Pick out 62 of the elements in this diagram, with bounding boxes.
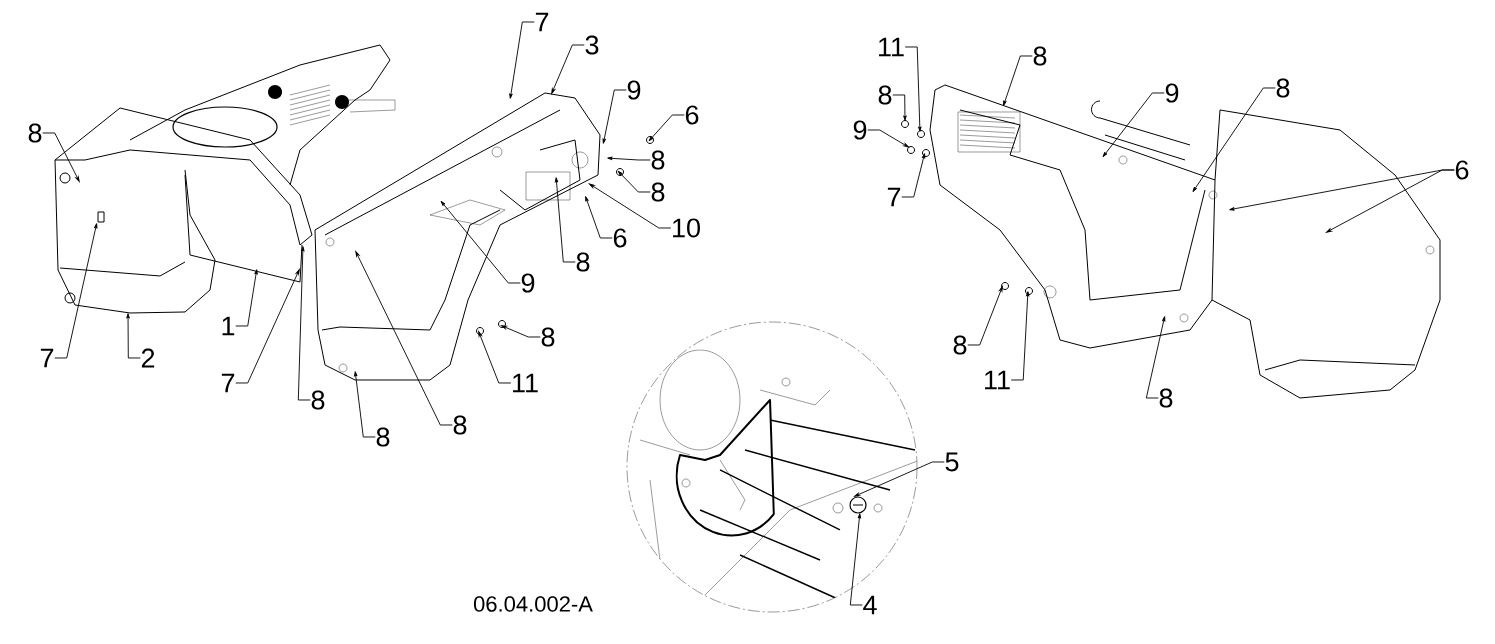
callout-number: 1 [222,316,235,336]
leader-line [967,286,1003,346]
leader-line [126,313,141,359]
leader-line [54,223,98,359]
leader-line [648,114,685,142]
leader-line [904,46,922,132]
callout-number: 2 [141,348,155,368]
leader-line [42,132,80,182]
callout-number: 4 [863,595,877,615]
callout-number: 5 [945,452,959,472]
leader-line [440,200,521,284]
leader-line [509,21,535,99]
leader-line [617,170,651,193]
callout-number: 11 [879,37,904,57]
leader-line [892,94,907,121]
leader-line [901,153,926,198]
callout-number: 7 [887,187,901,207]
callout-number: 8 [453,415,467,435]
callout-number: 8 [878,85,892,105]
callout-number: 9 [853,120,867,140]
callout-number: 10 [673,218,700,238]
callout-number: 8 [311,390,325,410]
leader-line [1145,316,1166,399]
callout-number: 8 [376,427,390,447]
callout-number: 8 [1159,388,1173,408]
callout-number: 7 [40,348,54,368]
callout-number: 11 [513,373,538,393]
leader-line [355,251,453,426]
leader-line [297,246,311,401]
leader-line [1326,169,1455,233]
detail-view-drawing [626,321,918,613]
leader-line [478,331,512,384]
callout-number: 7 [221,373,235,393]
leader-line [588,183,672,229]
leader-line [602,89,627,144]
leader-line [849,513,863,606]
leader-line [1010,291,1030,381]
leader-line [1192,87,1276,193]
leader-line [354,371,376,438]
leader-line [235,269,300,384]
leader-line [235,269,258,327]
callout-number: 3 [585,35,599,55]
leader-line [1102,92,1165,158]
drawing-number: 06.04.002-A [473,596,593,612]
callout-number: 8 [651,150,665,170]
leader-line [585,196,613,239]
callout-number: 7 [535,12,549,32]
leader-line [501,325,541,338]
callout-number: 6 [1455,160,1469,180]
leader-line [551,44,585,94]
callout-number: 9 [627,80,641,100]
callout-number: 8 [1033,46,1047,66]
callout-number: 8 [28,123,42,143]
leader-line [1003,55,1033,106]
leader-line [607,156,651,161]
callout-number: 8 [651,182,665,202]
leader-line [867,129,910,148]
callout-number: 6 [685,105,699,125]
left-housing-drawing [54,44,396,314]
callout-number: 8 [1276,78,1290,98]
leader-line [554,177,576,263]
leader-line [854,461,945,497]
